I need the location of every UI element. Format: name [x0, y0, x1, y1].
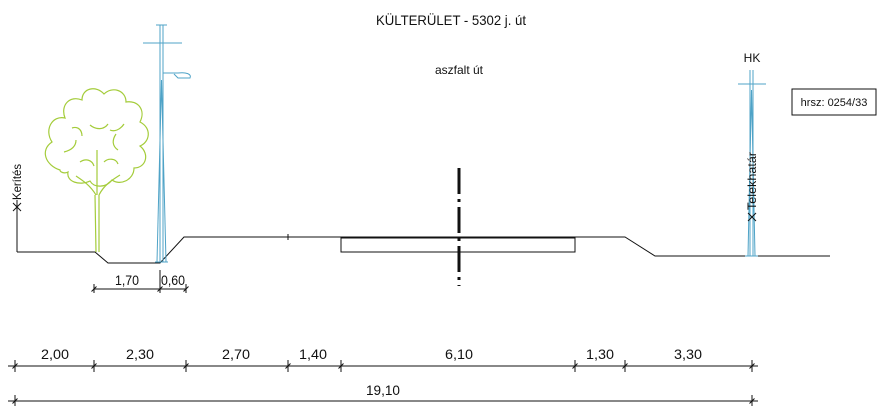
road-surface-label: aszfalt út [435, 63, 484, 77]
dim-segment-5: 6,10 [445, 346, 473, 362]
dim-segment-7: 3,30 [674, 346, 702, 362]
street-light-pole [143, 24, 191, 263]
parcel-number-box: hrsz: 0254/33 [791, 88, 877, 116]
ground-profile [17, 234, 830, 264]
tree-illustration [44, 88, 149, 253]
dim-upper-2: 0,60 [161, 272, 185, 288]
dim-segment-3: 2,70 [222, 346, 250, 362]
pole-label: HK [744, 51, 761, 65]
upper-dimension-line [91, 270, 189, 293]
drawing-title: KÜLTERÜLET - 5302 j. út [376, 11, 526, 28]
dim-upper-1: 1,70 [115, 272, 139, 288]
total-dimension-line [8, 395, 758, 406]
dim-segment-6: 1,30 [586, 346, 614, 362]
fence-label: Kerítés [10, 164, 24, 200]
property-boundary-marker [747, 212, 757, 222]
hk-pole [738, 70, 766, 257]
property-boundary-label: Telekhatár [745, 152, 759, 210]
parcel-number-label: hrsz: 0254/33 [801, 97, 868, 109]
dimension-chain [8, 360, 758, 372]
fence-marker [12, 200, 22, 252]
dim-total: 19,10 [366, 382, 400, 398]
dim-segment-1: 2,00 [41, 346, 69, 362]
dim-segment-2: 2,30 [126, 346, 154, 362]
dim-segment-4: 1,40 [299, 346, 327, 362]
